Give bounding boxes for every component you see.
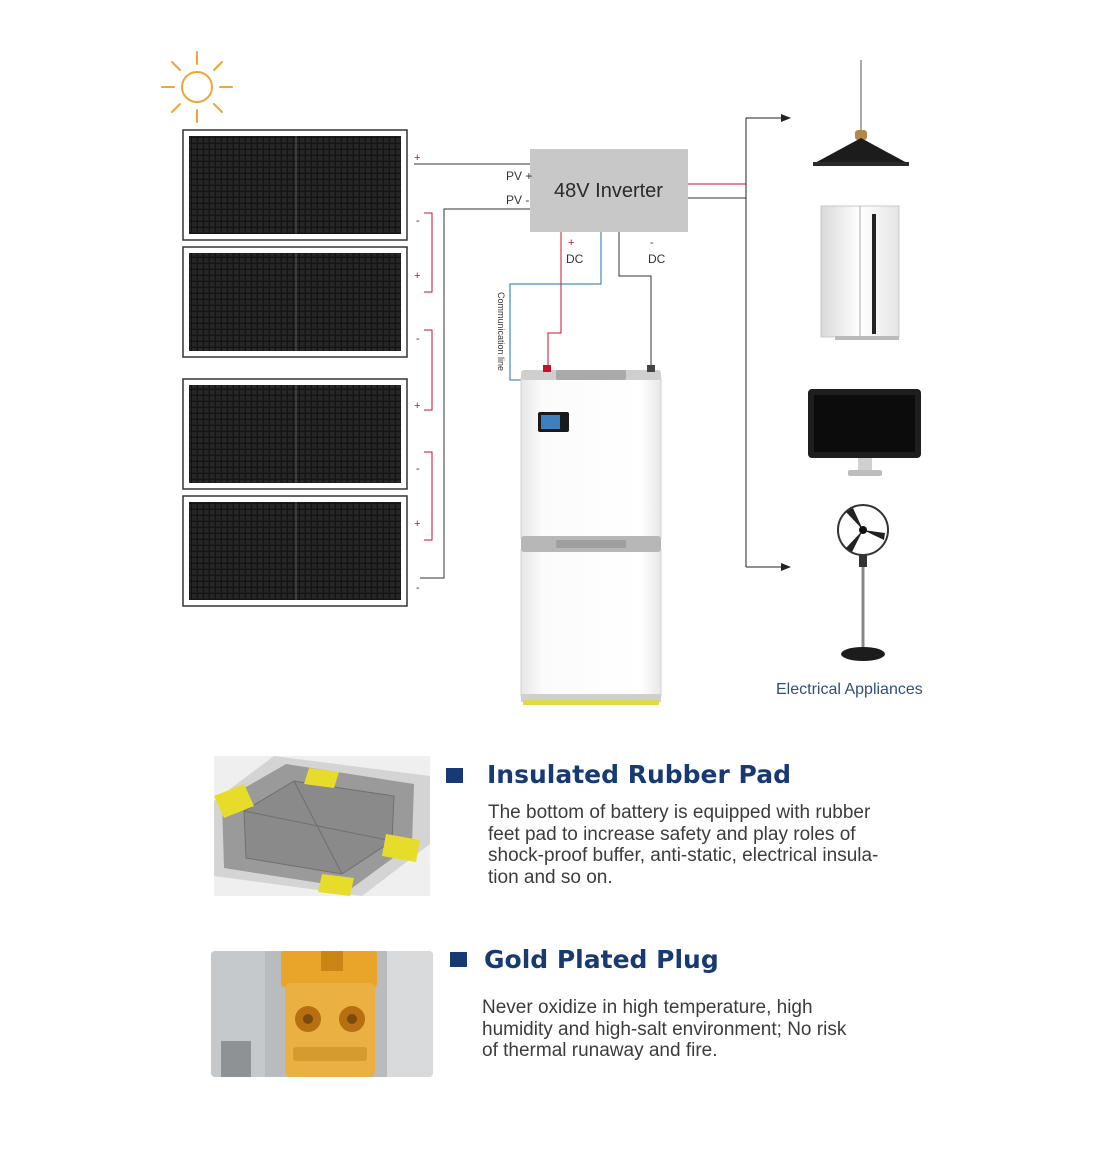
- terminal-minus-label: -: [416, 215, 420, 227]
- pv-plus-label: PV +: [506, 169, 532, 183]
- solar-panel: [182, 495, 408, 607]
- solar-system-diagram: + + + + - - - - 48V Inverter PV + PV - +…: [161, 51, 923, 705]
- dc-plus-wire: [547, 232, 562, 368]
- terminal-minus-label: -: [416, 582, 420, 594]
- electrical-appliances-label: Electrical Appliances: [776, 681, 923, 698]
- solar-panel: [182, 129, 408, 241]
- terminal-plus-label: +: [414, 518, 420, 530]
- terminal-plus-label: +: [414, 270, 420, 282]
- communication-line-label: Communication line: [496, 292, 506, 371]
- feature-title: Insulated Rubber Pad: [487, 760, 791, 789]
- communication-wire: [509, 232, 602, 381]
- dc-plus-label: DC: [566, 252, 584, 266]
- sun-icon: [161, 51, 233, 123]
- dc-minus-wire: [618, 232, 652, 368]
- solar-panel: [182, 378, 408, 490]
- pendant-lamp-icon: [813, 60, 909, 166]
- pv-minus-label: PV -: [506, 193, 529, 207]
- solar-panel: [182, 246, 408, 358]
- rubber-pad-photo: [214, 756, 430, 896]
- feature-description: Never oxidize in high temperature, high …: [482, 997, 847, 1061]
- dc-minus-label: DC: [648, 252, 666, 266]
- monitor-icon: [808, 389, 921, 476]
- feature-title: Gold Plated Plug: [484, 945, 719, 974]
- standing-fan-icon: [837, 504, 889, 661]
- inverter-box: [530, 149, 688, 232]
- refrigerator-icon: [820, 205, 900, 340]
- terminal-minus-label: -: [416, 463, 420, 475]
- feature-bullet-icon: [446, 768, 463, 783]
- feature-description: The bottom of battery is equipped with r…: [488, 802, 879, 888]
- panel-series-wiring: [424, 212, 433, 541]
- terminal-plus-label: +: [414, 152, 420, 164]
- feature-bullet-icon: [450, 952, 467, 967]
- inverter-label: 48V Inverter: [554, 180, 663, 202]
- battery-unit: [520, 365, 662, 705]
- terminal-minus-label: -: [416, 333, 420, 345]
- terminal-plus-label: +: [414, 400, 420, 412]
- pv-minus-wire: [420, 208, 530, 579]
- dc-minus-sign: -: [650, 237, 654, 249]
- dc-plus-sign: +: [568, 237, 574, 249]
- gold-plug-photo: [211, 951, 433, 1077]
